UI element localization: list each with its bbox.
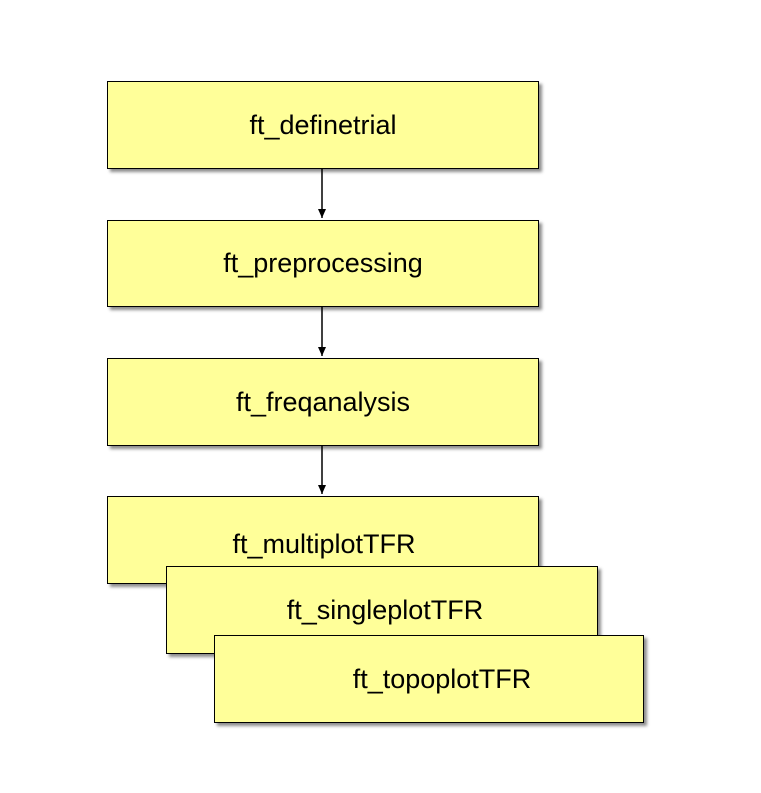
node-ft-topoplottfr: ft_topoplotTFR — [214, 635, 644, 723]
node-label: ft_topoplotTFR — [352, 663, 532, 694]
node-label: ft_multiplotTFR — [232, 529, 416, 559]
node-label: ft_preprocessing — [223, 248, 423, 278]
node-ft-preprocessing: ft_preprocessing — [107, 220, 539, 307]
node-label: ft_singleplotTFR — [286, 595, 484, 625]
node-label: ft_definetrial — [249, 109, 397, 140]
node-label: ft_freqanalysis — [235, 386, 411, 417]
node-ft-freqanalysis: ft_freqanalysis — [107, 358, 539, 446]
node-ft-definetrial: ft_definetrial — [107, 81, 539, 169]
